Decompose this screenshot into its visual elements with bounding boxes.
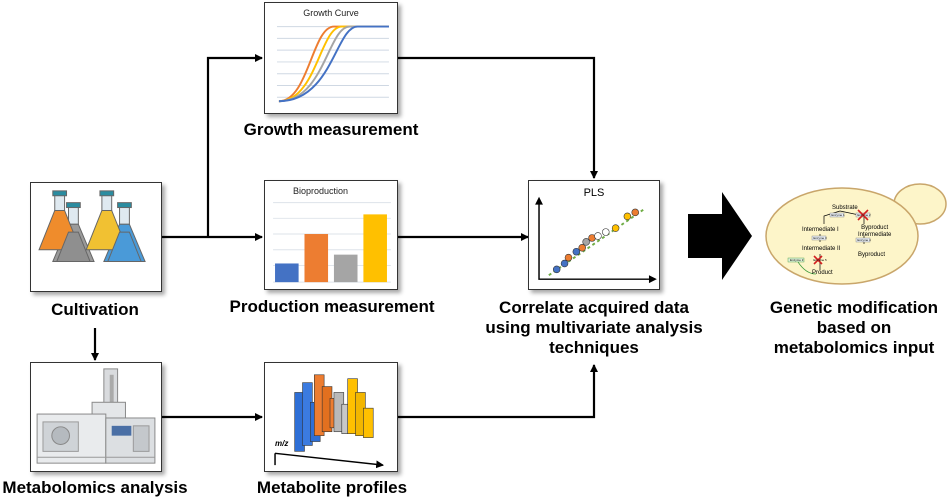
bioproduction-chart-title: Bioproduction: [293, 186, 349, 196]
mass-spectrometer-icon: [36, 368, 156, 464]
metabolite-profiles-box: m/z: [264, 362, 398, 472]
enzyme-label-6: Enzyme 1': [790, 258, 804, 262]
growth-curve-box: Growth Curve: [264, 2, 398, 114]
metabolomics-label: Metabolomics analysis: [2, 478, 188, 497]
pathway-intermediate-2: Intermediate II: [802, 246, 841, 252]
growth-curve-chart: [276, 25, 389, 103]
enzyme-label-5: Enzyme 5: [813, 258, 827, 262]
genetic-label-line-2: based on: [816, 318, 892, 337]
enzyme-label-1: Enzyme 1: [831, 213, 845, 217]
bar-yellow: [363, 214, 387, 283]
mz-axis-label: m/z: [275, 439, 289, 448]
pathway-byproduct-intermediate-line-1: Byproduct: [861, 225, 889, 231]
growth-curve-gray: [278, 25, 389, 103]
pls-scatter-chart: [535, 196, 657, 284]
arrow-growth-to-pls: [398, 56, 598, 179]
bar-gray: [333, 254, 358, 283]
pathway-intermediate-1: Intermediate I: [802, 227, 839, 233]
arrow-cultivation-to-growth: [206, 54, 263, 237]
genetic-label: Genetic modification based on metabolomi…: [760, 298, 948, 358]
big-right-arrow: [688, 192, 752, 280]
genetic-label-line-1: Genetic modification: [769, 298, 939, 317]
pls-label-line-1: Correlate acquired data: [499, 298, 689, 317]
growth-curve-yellow: [278, 25, 389, 103]
pathway-byproduct-intermediate-line-2: Intermediate: [858, 232, 892, 238]
pathway-byproduct-intermediate: Byproduct Intermediate: [858, 225, 891, 239]
bar-blue: [275, 263, 299, 283]
enzyme-label-4: Enzyme 4: [857, 238, 871, 242]
metabolite-3d-bars: [274, 374, 385, 469]
flasks-icon: [38, 190, 146, 263]
growth-curve-blue: [278, 25, 389, 103]
pathway-substrate: Substrate: [832, 205, 858, 211]
bioproduction-box: Bioproduction: [264, 180, 398, 290]
pls-label-line-3: techniques: [549, 338, 639, 357]
arrow-profiles-to-pls: [398, 364, 598, 419]
profiles-label: Metabolite profiles: [256, 478, 408, 497]
genetic-label-line-3: metabolomics input: [773, 338, 935, 357]
pathway-byproduct: Byproduct: [858, 252, 886, 258]
bioproduction-chart: [273, 202, 391, 283]
growth-curve-orange: [278, 25, 389, 103]
enzyme-label-3: Enzyme 3: [813, 236, 827, 240]
pls-label: Correlate acquired data using multivaria…: [482, 298, 706, 358]
pathway-product: Product: [812, 270, 833, 276]
pls-box: PLS: [528, 180, 660, 290]
production-label: Production measurement: [229, 297, 435, 316]
yeast-cell-diagram: Substrate Intermediate I Intermediate II…: [760, 178, 948, 288]
cultivation-box: [30, 182, 162, 292]
pls-label-line-2: using multivariate analysis: [485, 318, 703, 337]
pls-title: PLS: [583, 187, 605, 199]
growth-chart-title: Growth Curve: [303, 8, 359, 18]
growth-label: Growth measurement: [243, 120, 419, 139]
metabolomics-box: [30, 362, 162, 472]
bar-orange: [304, 234, 329, 283]
enzyme-label-2: Enzyme 2: [857, 213, 871, 217]
cultivation-label: Cultivation: [51, 300, 139, 319]
